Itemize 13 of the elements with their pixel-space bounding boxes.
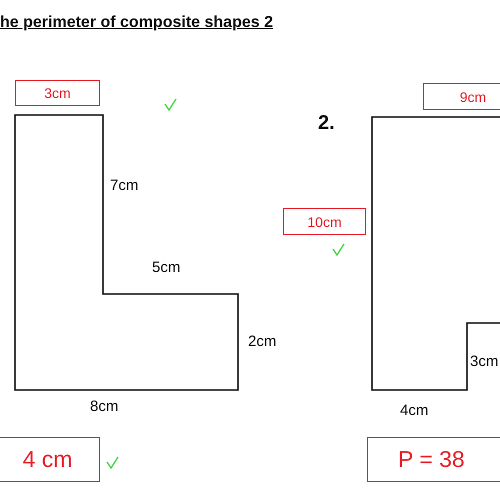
answer-box: 4 cm: [0, 437, 100, 482]
dimension-label: 5cm: [152, 259, 180, 276]
answer-label-box: 9cm: [423, 83, 500, 110]
dimension-label: 3cm: [470, 353, 498, 370]
question-number: 2.: [318, 112, 335, 135]
answer-box: P = 38: [367, 437, 500, 482]
dimension-label: 7cm: [110, 177, 138, 194]
answer-label-box: 10cm: [283, 208, 366, 235]
dimension-label: 8cm: [90, 398, 118, 415]
dimension-label: 2cm: [248, 333, 276, 350]
worksheet-title: he perimeter of composite shapes 2: [0, 14, 273, 32]
answer-label-box: 3cm: [15, 80, 100, 106]
dimension-label: 4cm: [400, 402, 428, 419]
